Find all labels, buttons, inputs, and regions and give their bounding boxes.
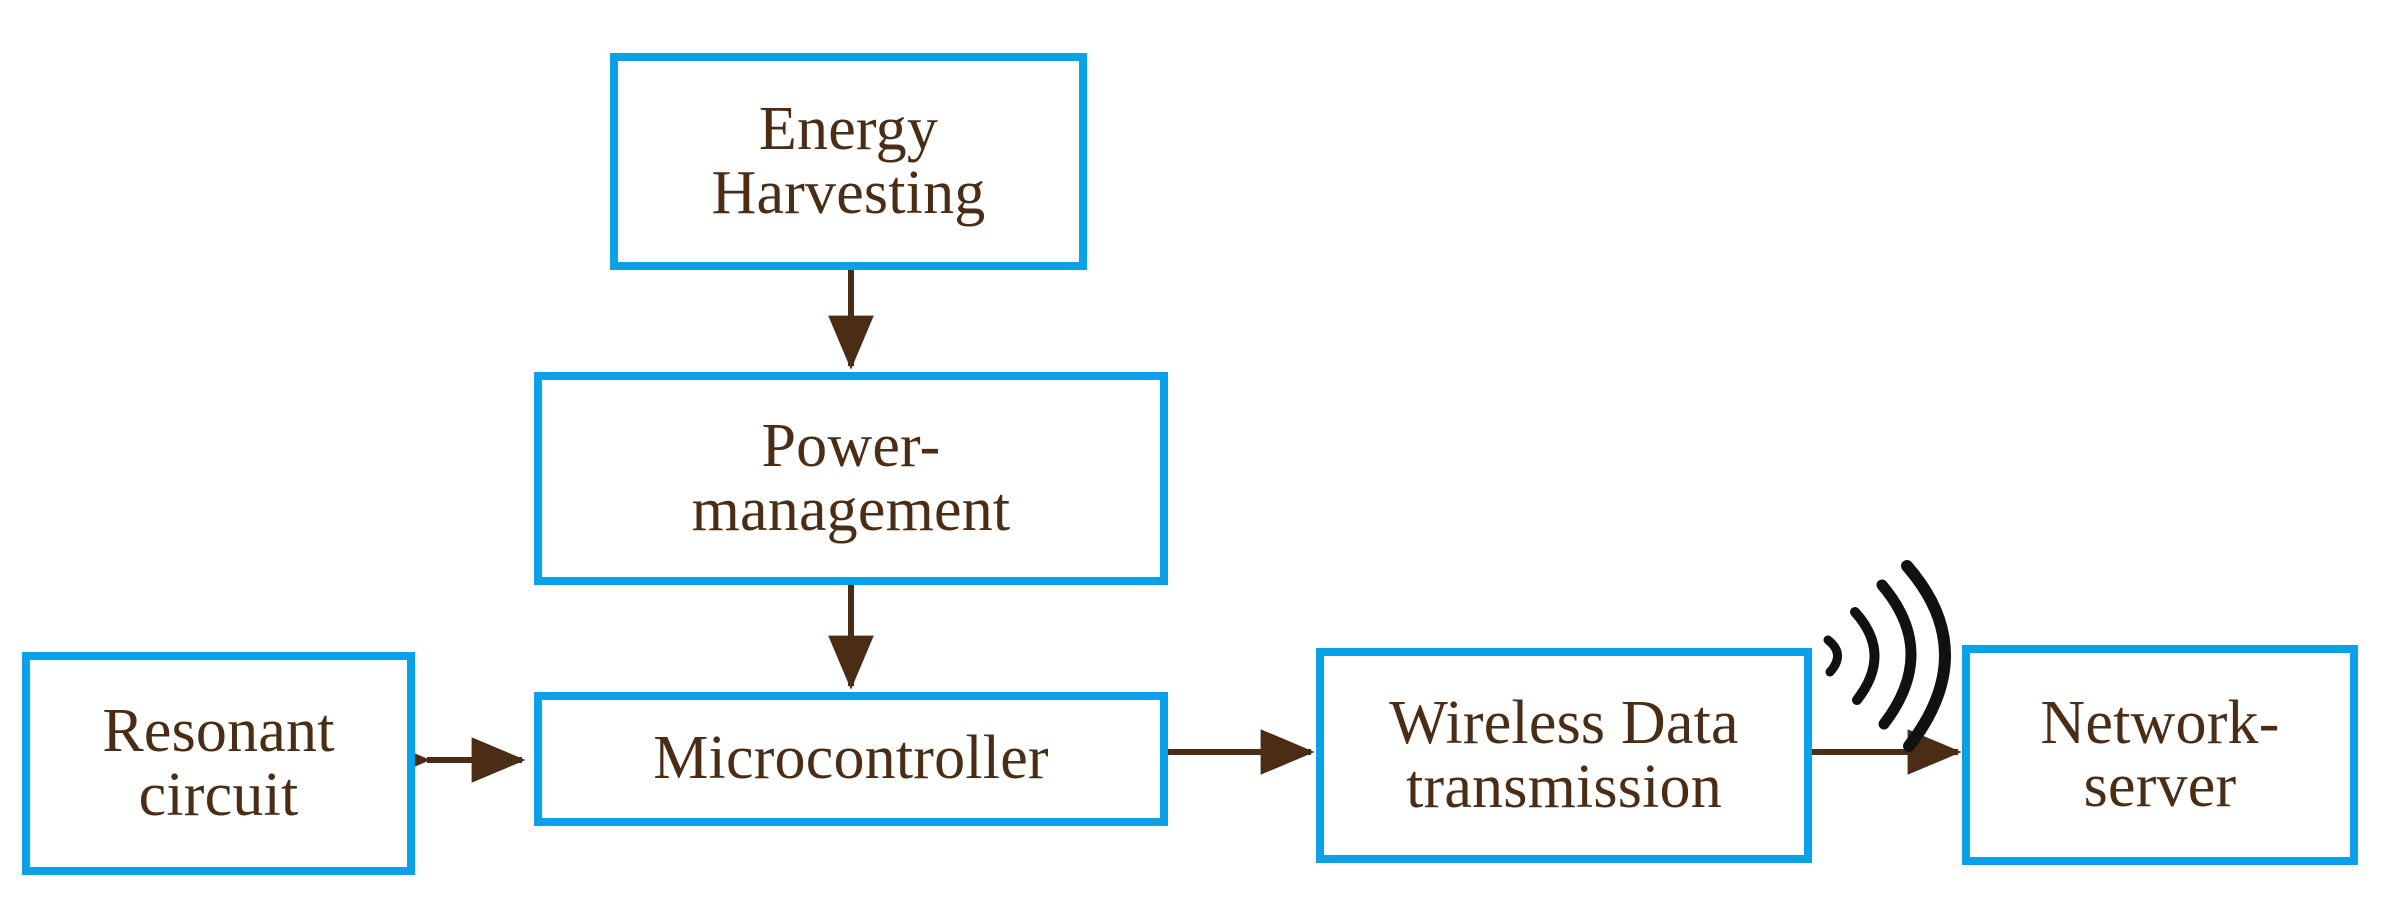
node-label-power-management: Power- management	[691, 412, 1011, 544]
node-wireless-data-transmission[interactable]: Wireless Data transmission	[1316, 648, 1812, 863]
node-label-microcontroller: Microcontroller	[653, 724, 1049, 793]
node-label-network-server: Network- server	[2040, 688, 2280, 820]
node-network-server[interactable]: Network- server	[1962, 645, 2358, 865]
radio-wave-arc-3	[1876, 579, 1917, 730]
radio-wave-arc-1	[1823, 635, 1842, 677]
node-label-energy-harvesting: Energy Harvesting	[711, 95, 986, 227]
node-power-management[interactable]: Power- management	[534, 372, 1168, 585]
node-microcontroller[interactable]: Microcontroller	[534, 692, 1168, 826]
node-resonant-circuit[interactable]: Resonant circuit	[22, 652, 415, 875]
node-label-resonant-circuit: Resonant circuit	[102, 697, 335, 829]
node-label-wireless-data-transmission: Wireless Data transmission	[1389, 689, 1739, 821]
radio-wave-arc-4	[1901, 560, 1951, 752]
node-energy-harvesting[interactable]: Energy Harvesting	[610, 53, 1087, 270]
radio-wave-arc-2	[1850, 607, 1880, 705]
